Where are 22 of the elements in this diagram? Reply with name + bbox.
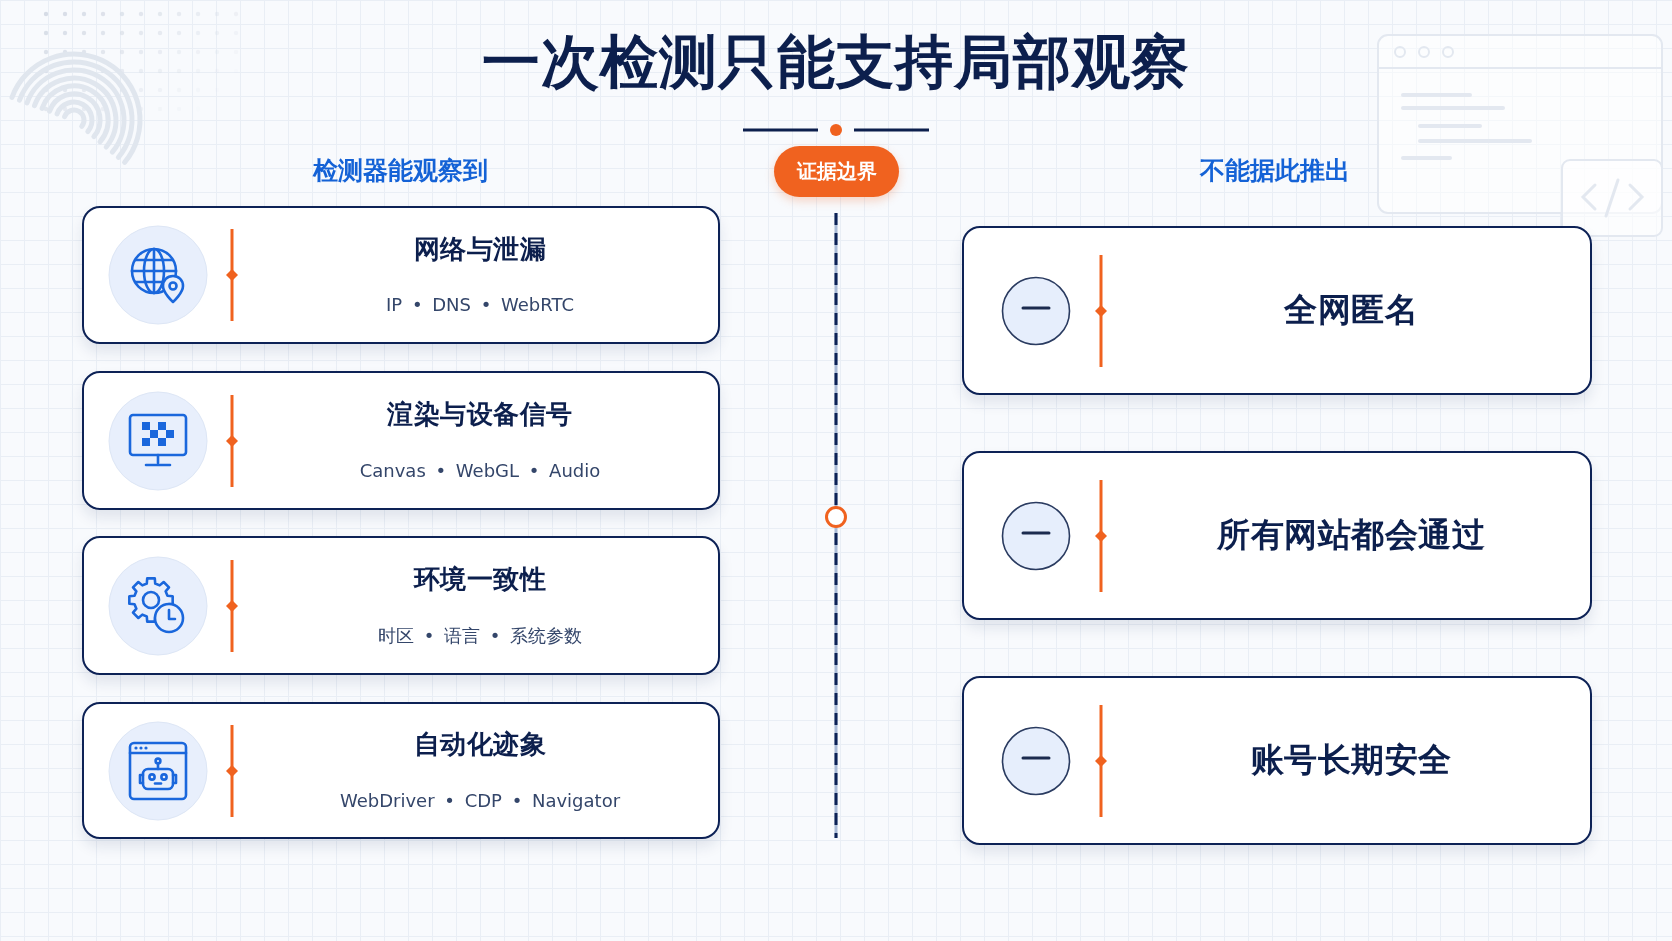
- card-title: 全网匿名: [1284, 289, 1418, 332]
- card-title: 环境一致性: [413, 563, 547, 596]
- signal-card: [82, 206, 720, 344]
- card-subtitle: WebDriver • CDP • Navigator: [339, 788, 621, 813]
- card-title: 所有网站都会通过: [1217, 514, 1485, 557]
- card-title: 账号长期安全: [1250, 739, 1452, 782]
- limit-card: [962, 451, 1592, 620]
- column-heading: 检测器能观察到: [312, 154, 488, 187]
- limit-card: [962, 676, 1592, 845]
- signal-card: [82, 536, 720, 675]
- signal-card: [82, 702, 720, 839]
- card-subtitle: IP • DNS • WebRTC: [386, 293, 574, 318]
- diagram-title: 一次检测只能支持局部观察: [482, 28, 1190, 98]
- card-title: 自动化迹象: [413, 728, 547, 761]
- card-title: 渲染与设备信号: [387, 398, 573, 431]
- column-heading: 不能据此推出: [1200, 154, 1350, 187]
- signal-card: [82, 371, 720, 510]
- limit-card: [962, 226, 1592, 395]
- pill-badge: 证据边界: [774, 146, 899, 197]
- card-subtitle: 时区 • 语言 • 系统参数: [377, 623, 583, 648]
- card-title: 网络与泄漏: [413, 232, 547, 266]
- card-subtitle: Canvas • WebGL • Audio: [359, 458, 601, 483]
